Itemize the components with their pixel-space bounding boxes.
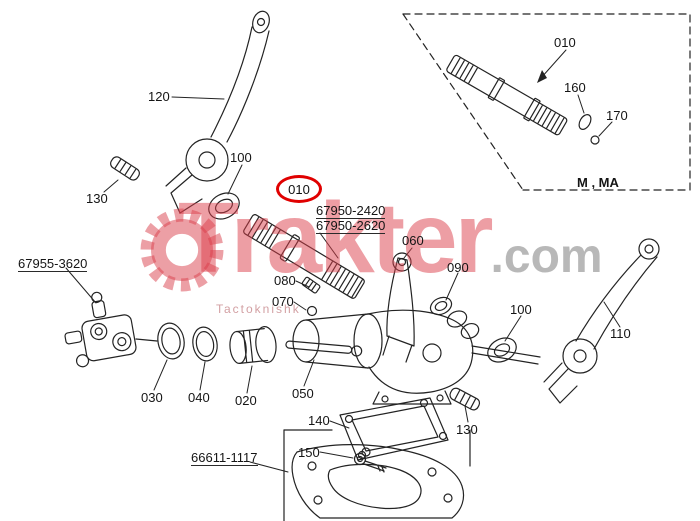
detent-ball-drawing	[306, 305, 318, 317]
arm-drawing	[382, 252, 415, 363]
housing-drawing	[292, 309, 541, 405]
inset-clip-drawing	[578, 114, 592, 130]
inset-variant-note: M , MA	[577, 175, 619, 190]
inset-ball-drawing	[590, 135, 600, 145]
callout-140-cover[interactable]: 140	[308, 413, 330, 428]
part-number-67955-3620[interactable]: 67955-3620	[18, 256, 88, 272]
inset-shaft-drawing	[446, 54, 568, 136]
callout-110-lever-right[interactable]: 110	[610, 326, 631, 341]
axis-line	[135, 338, 158, 342]
callout-130-pin-right[interactable]: 130	[456, 422, 478, 437]
callout-070-ball[interactable]: 070	[272, 294, 294, 309]
callout-050-rod[interactable]: 050	[292, 386, 314, 401]
callout-080-spring[interactable]: 080	[274, 273, 296, 288]
callout-010-shaft: 010	[288, 181, 310, 197]
part-number-66611-1117[interactable]: 66611-1117	[191, 450, 258, 466]
callout-020-piston[interactable]: 020	[235, 393, 257, 408]
seal-right-drawing	[487, 337, 517, 363]
callout-060-arm[interactable]: 060	[402, 233, 424, 248]
inset-boundary	[402, 13, 691, 191]
rod-drawing	[285, 340, 363, 357]
callout-130-pin-left[interactable]: 130	[86, 191, 108, 206]
inset-callout-160-clip[interactable]: 160	[564, 80, 586, 95]
highlight-010-oval[interactable]: 010	[276, 175, 322, 203]
part-number-67950-2620[interactable]: 67950-2620	[316, 218, 386, 234]
callout-120-lever-left[interactable]: 120	[148, 89, 170, 104]
inset-arrowhead	[537, 70, 547, 83]
leader-lines	[65, 49, 621, 473]
inset-callout-170-ball[interactable]: 170	[606, 108, 628, 123]
callout-100-seal-right[interactable]: 100	[510, 302, 532, 317]
ring-030-drawing	[157, 322, 185, 360]
shaft-main-drawing	[243, 214, 365, 299]
part-number-67950-2420[interactable]: 67950-2420	[316, 203, 386, 219]
callout-030-ring[interactable]: 030	[141, 390, 163, 405]
lever-left-drawing	[165, 10, 270, 214]
callout-090-washers[interactable]: 090	[447, 260, 469, 275]
washers-drawing	[429, 296, 480, 339]
pin-left-drawing	[110, 156, 140, 181]
callout-100-seal-left[interactable]: 100	[230, 150, 252, 165]
inset-callout-010-shaft[interactable]: 010	[554, 35, 576, 50]
callout-150-bolt[interactable]: 150	[298, 445, 320, 460]
ring-040-drawing	[192, 326, 218, 362]
pin-right-drawing	[449, 387, 481, 411]
gasket-drawing	[283, 429, 471, 521]
lever-right-drawing	[543, 238, 660, 404]
piston-drawing	[229, 326, 277, 364]
callout-040-ring[interactable]: 040	[188, 390, 210, 405]
